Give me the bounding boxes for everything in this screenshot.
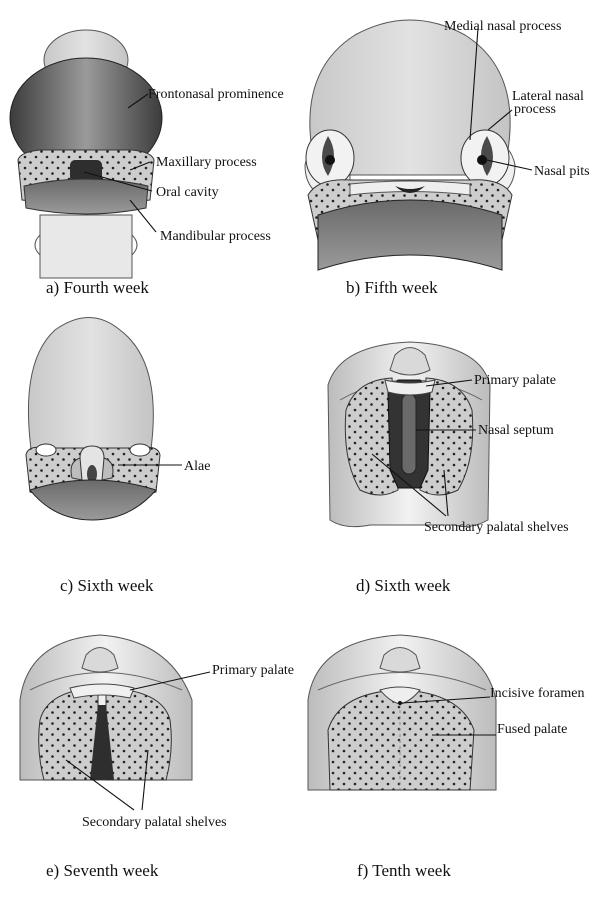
- label-mandibular-process: Mandibular process: [160, 229, 271, 244]
- label-alae: Alae: [184, 459, 210, 474]
- panel-c-illustration: [26, 318, 160, 521]
- label-fused-palate: Fused palate: [497, 722, 567, 737]
- caption-seventh-week: e) Seventh week: [46, 861, 159, 880]
- label-primary-palate-d: Primary palate: [474, 373, 556, 388]
- label-incisive-foramen: Incisive foramen: [490, 686, 584, 701]
- panel-b-illustration: [305, 20, 515, 270]
- label-lateral-nasal-process-line2: process: [514, 102, 556, 117]
- caption-fifth-week: b) Fifth week: [346, 278, 438, 297]
- label-medial-nasal-process: Medial nasal process: [444, 19, 561, 34]
- caption-tenth-week: f) Tenth week: [357, 861, 451, 880]
- panel-f-illustration: [308, 635, 496, 790]
- caption-sixth-week-d: d) Sixth week: [356, 576, 451, 595]
- label-oral-cavity: Oral cavity: [156, 185, 219, 200]
- label-primary-palate-e: Primary palate: [212, 663, 294, 678]
- caption-sixth-week-c: c) Sixth week: [60, 576, 154, 595]
- panel-e-illustration: [20, 635, 192, 780]
- label-frontonasal-prominence: Frontonasal prominence: [148, 87, 284, 102]
- caption-fourth-week: a) Fourth week: [46, 278, 149, 297]
- panel-a-illustration: [10, 30, 162, 278]
- label-maxillary-process: Maxillary process: [156, 155, 257, 170]
- label-nasal-septum: Nasal septum: [478, 423, 554, 438]
- label-secondary-palatal-shelves-d: Secondary palatal shelves: [424, 520, 569, 535]
- label-nasal-pits: Nasal pits: [534, 164, 590, 179]
- label-secondary-palatal-shelves-e: Secondary palatal shelves: [82, 815, 227, 830]
- panel-d-illustration: [328, 342, 490, 527]
